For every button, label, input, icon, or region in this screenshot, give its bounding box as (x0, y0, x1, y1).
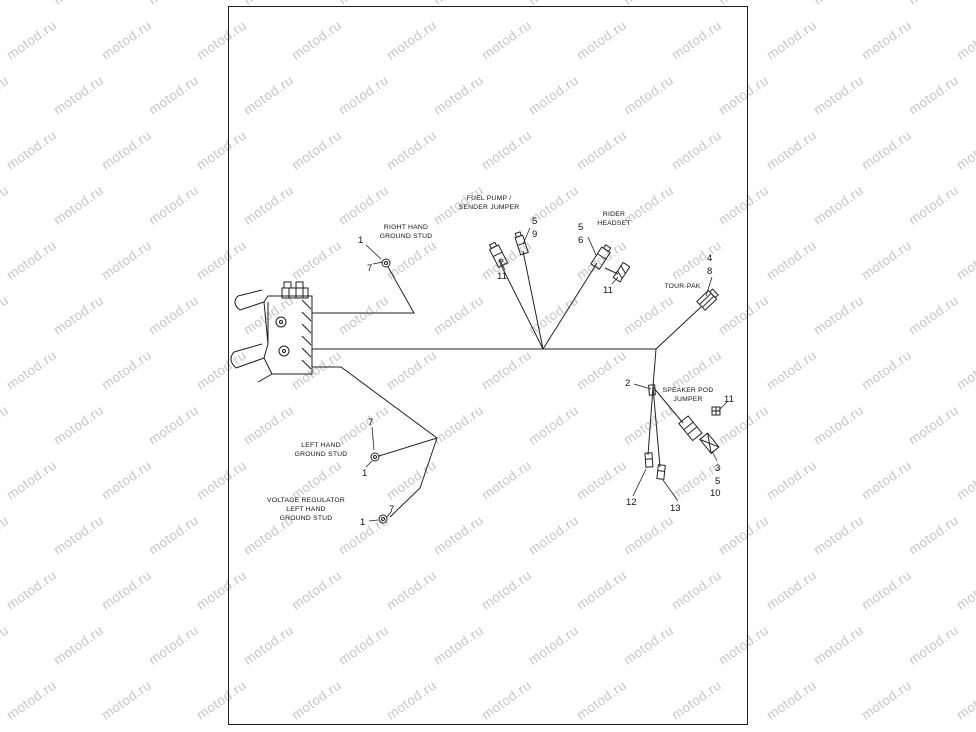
leader-lines (365, 227, 728, 522)
callout-lh-7: 7 (368, 417, 374, 428)
connector-tour-pak (696, 288, 719, 311)
label-left-hand-ground-stud: LEFT HAND GROUND STUD (294, 442, 348, 458)
voltage-regulator-ground-stud (378, 514, 388, 524)
callout-rh-11: 11 (603, 285, 613, 296)
callout-sp-10: 10 (710, 488, 721, 499)
connector-fuel-pump-b (514, 231, 529, 256)
label-rider-headset: RIDER HEADSET (597, 211, 631, 227)
callout-rhgs-7: 7 (367, 263, 373, 274)
label-fuel-pump-sender-jumper: FUEL PUMP / SENDER JUMPER (458, 195, 520, 211)
callout-sp-11: 11 (724, 394, 734, 405)
callout-tp-8: 8 (707, 266, 713, 277)
callout-sp-2: 2 (625, 378, 631, 389)
connector-speaker-pod-small (711, 406, 721, 416)
callout-vr-1: 1 (360, 517, 366, 528)
connector-speaker-pod-a (678, 415, 703, 442)
connector-12 (644, 452, 654, 468)
callout-sp-5: 5 (715, 476, 721, 487)
label-speaker-pod-jumper: SPEAKER POD JUMPER (662, 387, 714, 403)
callout-tp-4: 4 (707, 253, 713, 264)
connector-fuel-pump-a (488, 241, 509, 268)
connector-13 (656, 464, 666, 480)
callout-rh-5: 5 (578, 222, 584, 233)
diagram-sheet-border (228, 6, 748, 725)
callout-rh-6: 6 (578, 235, 584, 246)
harness-wires (312, 250, 702, 518)
label-right-hand-ground-stud: RIGHT HAND GROUND STUD (379, 224, 433, 240)
label-voltage-regulator-ground-stud: VOLTAGE REGULATOR LEFT HAND GROUND STUD (266, 497, 346, 522)
callout-rhgs-1: 1 (358, 235, 364, 246)
frame-bracket (230, 281, 313, 383)
callout-lh-1: 1 (362, 468, 368, 479)
callout-sp-3: 3 (715, 463, 721, 474)
splice-junction (648, 384, 656, 396)
connector-speaker-pod-b (699, 432, 720, 455)
callout-13: 13 (670, 503, 681, 514)
callout-12: 12 (626, 497, 637, 508)
callout-vr-7: 7 (389, 504, 395, 515)
callout-fp-11: 11 (497, 271, 507, 282)
connector-rider-headset-b (612, 261, 631, 283)
right-ground-stud (381, 258, 391, 268)
left-ground-stud (370, 452, 380, 462)
label-tour-pak: TOUR-PAK (664, 283, 701, 290)
callout-fp-9: 9 (532, 229, 538, 240)
connector-rider-headset-a (590, 244, 612, 270)
callout-fp-5: 5 (532, 216, 538, 227)
